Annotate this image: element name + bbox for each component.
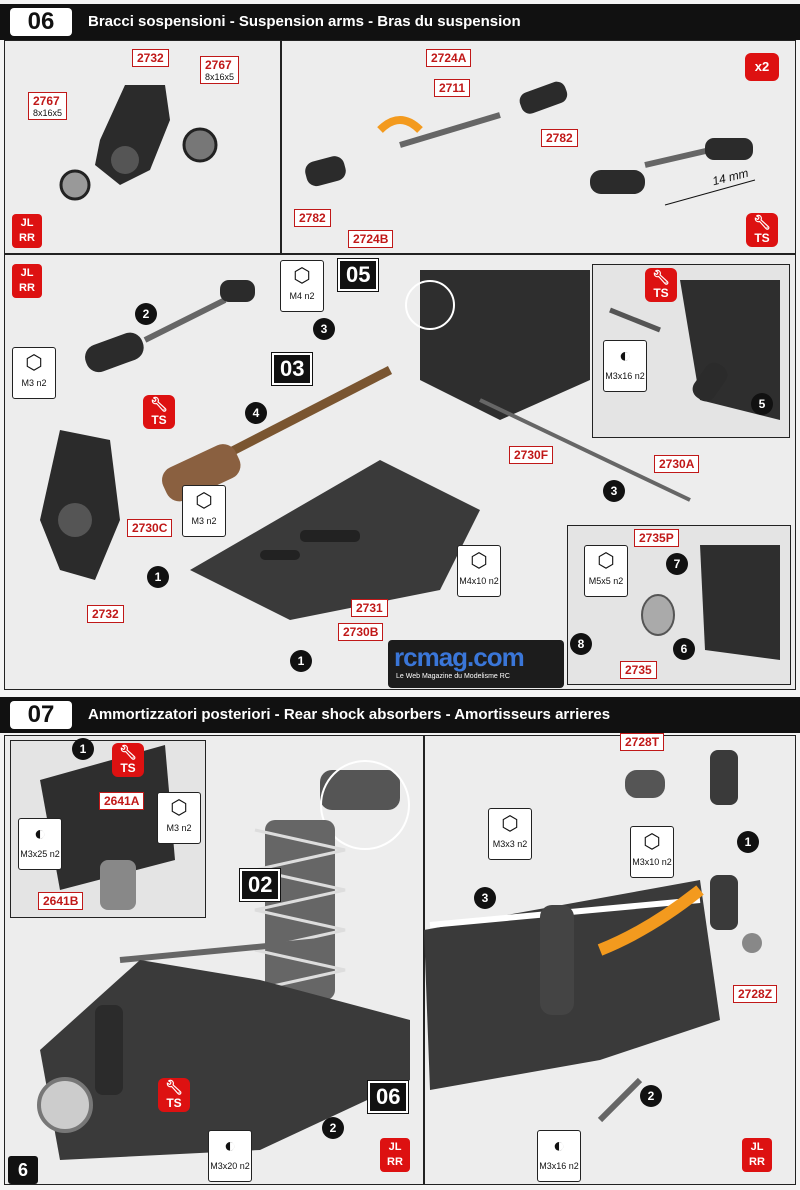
screw-head-icon: ◐ (223, 1135, 237, 1157)
hardware-m3x3-screw: ⬡M3x3 n2 (488, 808, 532, 860)
hex-nut-icon: ⬡ (25, 352, 43, 374)
hardware-m4-nut: ⬡M4 n2 (280, 260, 324, 312)
part-number: 2767 (33, 94, 60, 108)
part-label-2731: 2731 (351, 599, 388, 617)
part-label-2730b: 2730B (338, 623, 384, 641)
hardware-m3x25-screw: ◐M3x25 n2 (18, 818, 62, 870)
callout-03: 03 (270, 352, 314, 386)
part-label-2728z: 2728Z (733, 985, 778, 1003)
part-label-2724a: 2724A (426, 49, 472, 67)
section-06-title: Bracci sospensioni - Suspension arms - B… (88, 13, 521, 30)
part-label-2711: 2711 (434, 79, 471, 97)
grub-screw-icon: ⬡ (501, 813, 519, 835)
part-label-2730a: 2730A (654, 455, 700, 473)
step-2-link: 2 (135, 303, 157, 325)
callout-06: 06 (366, 1080, 410, 1114)
part-label-2732-mid: 2732 (87, 605, 124, 623)
section-07-number: 07 (10, 701, 72, 729)
step-1-shock-inset: 1 (72, 738, 94, 760)
hardware-m4x10-screw: ⬡M4x10 n2 (457, 545, 501, 597)
step-3-pin: 3 (603, 480, 625, 502)
rcmag-logo: rcmag.com Le Web Magazine du Modelisme R… (388, 640, 564, 688)
screw-head-icon: ◐ (33, 823, 47, 845)
wrench-icon: 🔧︎ (652, 269, 670, 285)
part-size: 8x16x5 (33, 108, 63, 118)
grub-screw-icon: ⬡ (470, 550, 488, 572)
part-label-2767-right: 2767 8x16x5 (200, 56, 240, 84)
logo-tagline: Le Web Magazine du Modelisme RC (396, 673, 510, 680)
step-8-inset: 8 (570, 633, 592, 655)
hardware-m3-nut-left: ⬡M3 n2 (12, 347, 56, 399)
section-06-header: 06 Bracci sospensioni - Suspension arms … (0, 4, 800, 40)
hex-nut-icon: ⬡ (195, 490, 213, 512)
hardware-m5x5-screw: ⬡M5x5 n2 (584, 545, 628, 597)
part-label-2641b: 2641B (38, 892, 84, 910)
wrench-icon: 🔧︎ (165, 1079, 183, 1095)
screw-head-icon: ◐ (552, 1135, 566, 1157)
threadlock-badge: 🔧︎TS (158, 1078, 190, 1112)
part-label-2732-top: 2732 (132, 49, 169, 67)
part-label-2782-left: 2782 (294, 209, 331, 227)
wrench-icon: 🔧︎ (150, 396, 168, 412)
step-5-inset: 5 (751, 393, 773, 415)
step-1-center: 1 (147, 566, 169, 588)
hex-nut-icon: ⬡ (170, 797, 188, 819)
threadlock-badge: 🔧︎TS (112, 743, 144, 777)
hardware-m3x20-screw: ◐M3x20 n2 (208, 1130, 252, 1182)
wrench-icon: 🔧︎ (119, 744, 137, 760)
step-3-nut: 3 (313, 318, 335, 340)
hardware-m3x10-screw: ⬡M3x10 n2 (630, 826, 674, 878)
step-1-bottom: 1 (290, 650, 312, 672)
callout-05: 05 (336, 258, 380, 292)
grub-screw-icon: ⬡ (597, 550, 615, 572)
part-label-2641a: 2641A (99, 792, 145, 810)
part-label-2730c: 2730C (127, 519, 173, 537)
grub-screw-icon: ⬡ (643, 831, 661, 853)
part-size: 8x16x5 (205, 72, 235, 82)
hardware-m3-nut-shock: ⬡M3 n2 (157, 792, 201, 844)
part-label-2767-left: 2767 8x16x5 (28, 92, 68, 120)
part-label-2730f: 2730F (509, 446, 554, 464)
hardware-m3x16-screw-bottom: ◐M3x16 n2 (537, 1130, 581, 1182)
step-6-inset: 6 (673, 638, 695, 660)
part-label-2728t: 2728T (620, 733, 665, 751)
section-07-header: 07 Ammortizzatori posteriori - Rear shoc… (0, 697, 800, 733)
callout-02: 02 (238, 868, 282, 902)
step-2-mount-screw: 2 (640, 1085, 662, 1107)
step-7-inset: 7 (666, 553, 688, 575)
threadlock-badge: 🔧︎TS (645, 268, 677, 302)
part-number: 2767 (205, 58, 232, 72)
threadlock-badge: 🔧︎TS (143, 395, 175, 429)
part-label-2735: 2735 (620, 661, 657, 679)
step-1-mount: 1 (737, 831, 759, 853)
page-number: 6 (8, 1156, 38, 1184)
step-2-shock-screw: 2 (322, 1117, 344, 1139)
section-07-title: Ammortizzatori posteriori - Rear shock a… (88, 706, 611, 723)
wrench-icon: 🔧︎ (753, 214, 771, 230)
hex-nut-icon: ⬡ (293, 265, 311, 287)
step-4-driveshaft: 4 (245, 402, 267, 424)
part-label-2724b: 2724B (348, 230, 394, 248)
logo-name: rcmag.com (394, 642, 525, 672)
hardware-m3x16-screw-top: ◐M3x16 n2 (603, 340, 647, 392)
part-label-2735p: 2735P (634, 529, 679, 547)
quantity-x2-badge: x2 (745, 53, 779, 81)
screw-head-icon: ◐ (618, 345, 632, 367)
threadlock-badge: 🔧︎TS (746, 213, 778, 247)
part-label-2782-right: 2782 (541, 129, 578, 147)
hardware-m3-nut-center: ⬡M3 n2 (182, 485, 226, 537)
section-06-number: 06 (10, 8, 72, 36)
step-3-mount: 3 (474, 887, 496, 909)
